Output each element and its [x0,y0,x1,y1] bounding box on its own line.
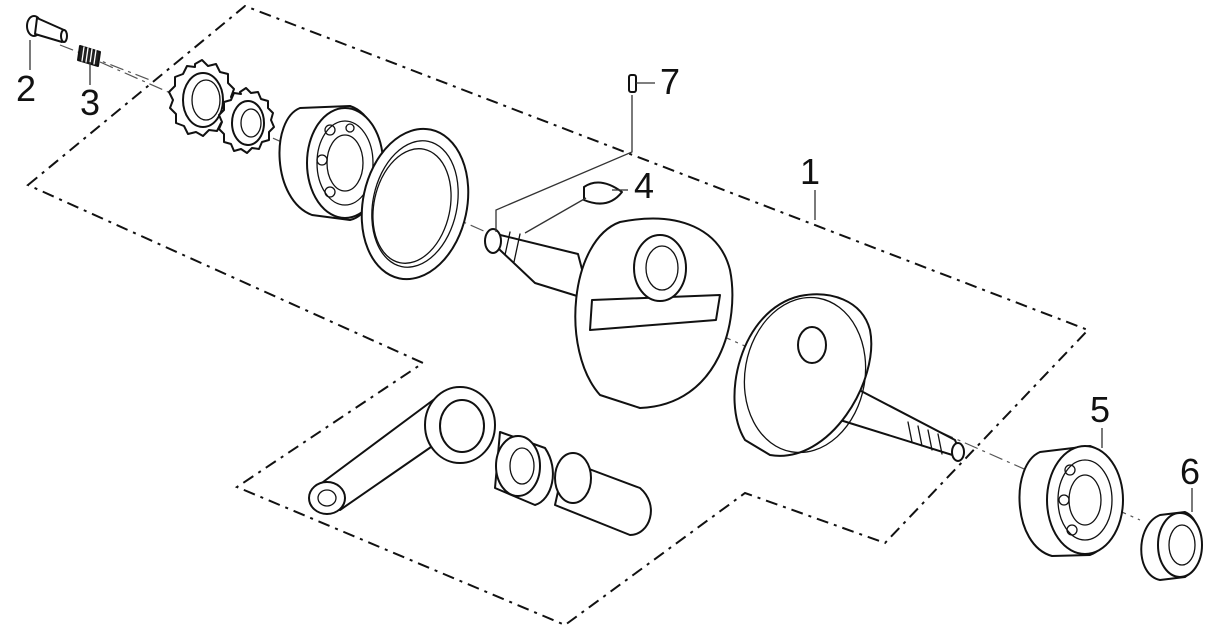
leader-line-key [524,197,587,234]
axis-line-pins [59,44,151,81]
callout-6: 6 [1180,451,1200,492]
oil-seal-part [1140,511,1203,581]
leader-line-7 [495,82,655,232]
callout-7: 7 [660,61,680,102]
callout-2: 2 [16,68,36,109]
bolt-part [26,15,68,43]
crankshaft-left-half [484,217,734,409]
crankshaft-right-half [733,293,965,462]
crank-pin-part [554,452,652,536]
needle-bearing-part [494,431,554,506]
callout-3: 3 [80,82,100,123]
connecting-rod-part [308,386,496,515]
drive-gear-large [168,59,236,137]
callout-4: 4 [634,165,654,206]
woodruff-key-part [583,181,623,205]
spring-part [77,45,101,67]
callout-1: 1 [800,151,820,192]
pin-part [628,74,637,93]
ball-bearing-right [1018,445,1124,557]
callout-5: 5 [1090,389,1110,430]
crank-ring-washer [360,127,470,281]
drive-gear-small [218,87,275,154]
assembly-boundary [26,4,1090,627]
